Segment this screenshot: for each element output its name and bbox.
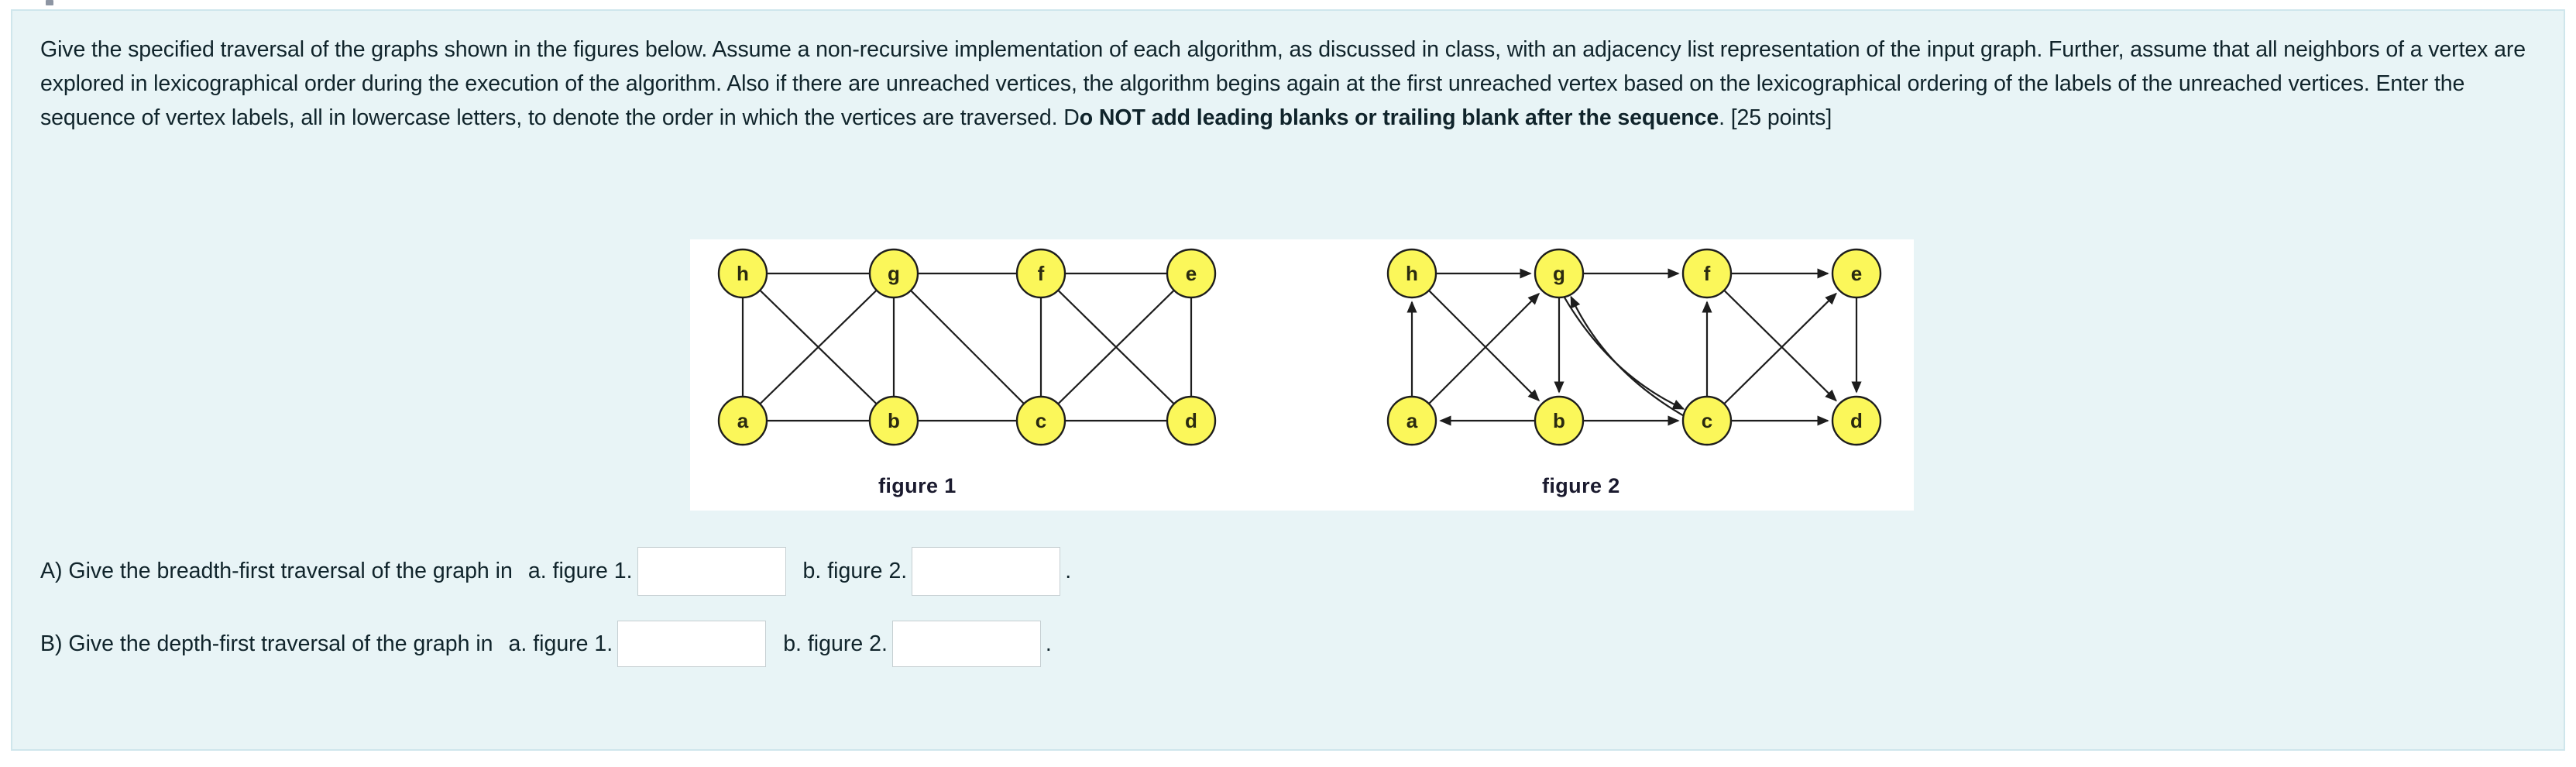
answer-a-sub-figure2-label: b. figure 2. — [802, 559, 908, 583]
figure2-node-label-e: e — [1851, 262, 1862, 285]
figure2-node-e: e — [1831, 248, 1882, 299]
figure1-edge-g-c — [910, 290, 1025, 404]
answer-b-sub-figure1-label: a. figure 1. — [508, 631, 613, 656]
figure1-node-d: d — [1166, 395, 1217, 446]
figure2-node-circle-h — [1386, 248, 1437, 299]
figure1-node-circle-g — [868, 248, 919, 299]
figure2-node-label-f: f — [1704, 262, 1711, 285]
figure2-node-h: h — [1386, 248, 1437, 299]
figure2-edge-h-b — [1428, 290, 1540, 402]
question-prompt: Give the specified traversal of the grap… — [40, 33, 2536, 135]
figure2-edge-f-d — [1723, 289, 1837, 402]
answer-a-trailing-period: . — [1065, 559, 1072, 583]
figure1-node-circle-a — [717, 395, 768, 446]
figure2-node-circle-f — [1681, 248, 1733, 299]
figure1-edge-g-a — [759, 289, 878, 405]
figure1-node-e: e — [1166, 248, 1217, 299]
answer-a-label: A) Give the breadth-first traversal of t… — [40, 559, 513, 583]
answer-a-sub-figure1-label: a. figure 1. — [527, 559, 633, 583]
answer-b-sub-figure2-label: b. figure 2. — [783, 631, 888, 656]
figure1-node-label-b: b — [888, 409, 900, 432]
figure1-node-h: h — [717, 248, 768, 299]
figures-container: h g f e a b c d h g f e a b c d figure 1 figure 2 — [690, 239, 1914, 511]
figure1-node-label-e: e — [1186, 262, 1197, 285]
graph-nodes: h g f e a b c d h g f e a b c d — [717, 248, 1882, 446]
figure1-node-label-f: f — [1038, 262, 1045, 285]
graph-edges — [741, 268, 1862, 426]
figure2-node-d: d — [1831, 395, 1882, 446]
graph-figures-svg: h g f e a b c d h g f e a b c d — [717, 248, 1882, 446]
figure1-node-c: c — [1015, 395, 1066, 446]
clipped-glyph-fragment — [46, 0, 53, 5]
figure2-node-label-h: h — [1406, 262, 1418, 285]
dfs-figure1-input[interactable] — [617, 621, 767, 667]
figure2-node-circle-a — [1386, 395, 1437, 446]
answer-row-depth-first: B) Give the depth-first traversal of the… — [40, 621, 1052, 667]
figure2-curved-edge-g-c — [1559, 290, 1685, 410]
figure1-node-circle-e — [1166, 248, 1217, 299]
figure1-node-circle-c — [1015, 395, 1066, 446]
figure-2-caption: figure 2 — [1542, 474, 1620, 497]
figure2-curved-edge-c-g — [1570, 295, 1691, 421]
figure2-node-circle-e — [1831, 248, 1882, 299]
answer-b-trailing-period: . — [1045, 631, 1052, 656]
figure2-node-label-g: g — [1553, 262, 1565, 285]
figure2-node-b: b — [1534, 395, 1585, 446]
figure1-node-label-c: c — [1036, 409, 1046, 432]
figure2-node-circle-d — [1831, 395, 1882, 446]
figure2-node-label-c: c — [1702, 409, 1712, 432]
figure2-node-circle-c — [1681, 395, 1733, 446]
prompt-text-part2: . [25 points] — [1719, 105, 1832, 130]
figure1-node-label-d: d — [1185, 409, 1197, 432]
figure1-node-label-a: a — [737, 409, 749, 432]
dfs-figure2-input[interactable] — [891, 621, 1041, 667]
figure2-node-a: a — [1386, 395, 1437, 446]
figure2-node-label-a: a — [1406, 409, 1418, 432]
figure2-node-f: f — [1681, 248, 1733, 299]
figure1-node-circle-b — [868, 395, 919, 446]
question-panel: Give the specified traversal of the grap… — [11, 9, 2565, 751]
figure2-node-g: g — [1534, 248, 1585, 299]
figure1-node-label-g: g — [888, 262, 900, 285]
figure1-edge-e-c — [1057, 289, 1175, 405]
figure1-node-circle-h — [717, 248, 768, 299]
bfs-figure2-input[interactable] — [912, 547, 1061, 596]
prompt-text-bold: o NOT add leading blanks or trailing bla… — [1079, 105, 1719, 130]
prompt-text-part1: Give the specified traversal of the grap… — [40, 37, 2526, 130]
figure2-node-circle-b — [1534, 395, 1585, 446]
figure2-node-label-d: d — [1850, 409, 1863, 432]
figure-1-caption: figure 1 — [878, 474, 957, 497]
figure1-node-a: a — [717, 395, 768, 446]
bfs-figure1-input[interactable] — [637, 547, 786, 596]
figure1-node-circle-f — [1015, 248, 1066, 299]
figure1-node-b: b — [868, 395, 919, 446]
figure2-node-c: c — [1681, 395, 1733, 446]
figure2-edge-c-e — [1723, 292, 1837, 405]
figure1-node-circle-d — [1166, 395, 1217, 446]
figure2-edge-a-g — [1428, 292, 1540, 404]
answer-b-label: B) Give the depth-first traversal of the… — [40, 631, 493, 656]
figure1-node-f: f — [1015, 248, 1066, 299]
figure2-node-label-b: b — [1553, 409, 1565, 432]
figure1-node-g: g — [868, 248, 919, 299]
figure2-node-circle-g — [1534, 248, 1585, 299]
answer-row-breadth-first: A) Give the breadth-first traversal of t… — [40, 547, 1071, 596]
figure1-node-label-h: h — [737, 262, 749, 285]
